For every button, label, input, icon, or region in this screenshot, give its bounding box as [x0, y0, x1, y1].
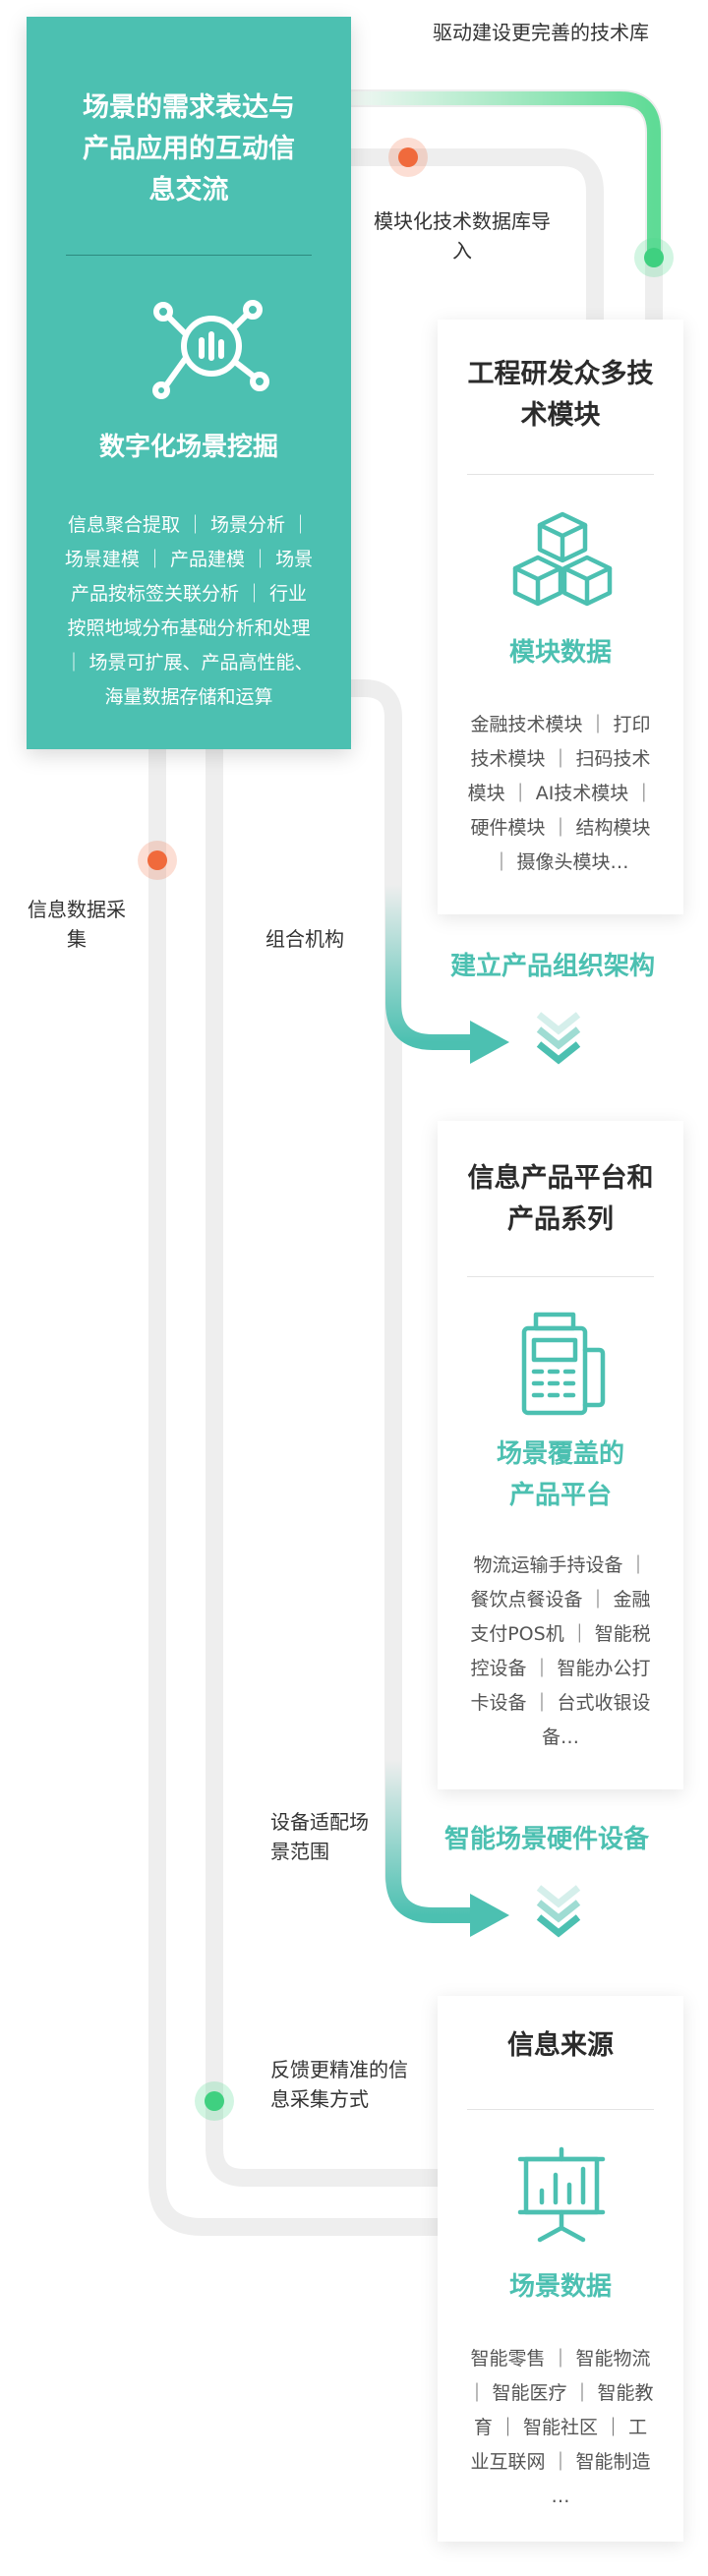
cubes-icon: [512, 511, 613, 607]
data-network-icon: [152, 300, 269, 399]
info-source-subtitle: 场景数据: [508, 2272, 612, 2302]
adapt-label: 设备适配场景范围: [270, 1810, 369, 1863]
divider: [66, 255, 312, 256]
scene-mining-description: 信息聚合提取 ｜ 场景分析 ｜ 场景建模 ｜ 产品建模 ｜ 场景产品按标签关联分…: [64, 514, 314, 708]
presentation-chart-icon: [517, 2146, 606, 2243]
info-source-description: 智能零售 ｜ 智能物流 ｜ 智能医疗 ｜ 智能教育 ｜ 智能社区 ｜ 工业互联网…: [467, 2348, 654, 2507]
divider: [467, 474, 654, 475]
product-platform-description: 物流运输手持设备 ｜ 餐饮点餐设备 ｜ 金融支付POS机 ｜ 智能税控设备 ｜ …: [470, 1554, 651, 1748]
divider: [467, 1276, 654, 1277]
pos-terminal-icon: [521, 1312, 606, 1416]
product-platform-title: 信息产品平台和产品系列: [467, 1163, 654, 1235]
info-source-title: 信息来源: [507, 2030, 614, 2061]
feedback-label: 反馈更精准的信息采集方式: [270, 2058, 408, 2111]
tech-module-title: 工程研发众多技术模块: [467, 359, 654, 431]
product-platform-subtitle: 场景覆盖的产品平台: [496, 1439, 624, 1510]
info-source-card: 信息来源 场景数据 智能零售 ｜ 智能物流 ｜ 智能医疗 ｜ 智能教育 ｜ 智能…: [438, 1996, 683, 2542]
tech-module-subtitle: 模块数据: [508, 638, 612, 668]
tech-module-card: 工程研发众多技术模块 模块数据 金融技术模块 ｜ 打印技术模块 ｜ 扫码技术模块…: [438, 320, 683, 914]
collect-label: 信息数据采集: [28, 898, 126, 951]
combine-label: 组合机构: [266, 927, 344, 951]
architecture-heading: 建立产品组织架构: [450, 952, 656, 981]
chevron-down-icon: [536, 1012, 581, 1065]
divider: [467, 2109, 654, 2110]
scene-mining-subtitle: 数字化场景挖掘: [98, 433, 278, 462]
product-platform-card: 信息产品平台和产品系列 场景覆盖的产品平台 物流运输手持设备 ｜ 餐饮点餐设备 …: [438, 1121, 683, 1789]
import-label: 模块化技术数据库导入: [374, 209, 551, 263]
chevron-down-icon: [536, 1885, 581, 1938]
drive-label: 驱动建设更完善的技术库: [433, 21, 649, 44]
hardware-heading: 智能场景硬件设备: [444, 1825, 650, 1854]
scene-mining-title: 场景的需求表达与产品应用的互动信息交流: [83, 92, 295, 205]
scene-mining-card: 场景的需求表达与产品应用的互动信息交流 数字化场景挖掘 信息聚合提取 ｜ 场景分…: [27, 17, 351, 749]
tech-module-description: 金融技术模块 ｜ 打印技术模块 ｜ 扫码技术模块 ｜ AI技术模块 ｜ 硬件模块…: [467, 714, 654, 873]
